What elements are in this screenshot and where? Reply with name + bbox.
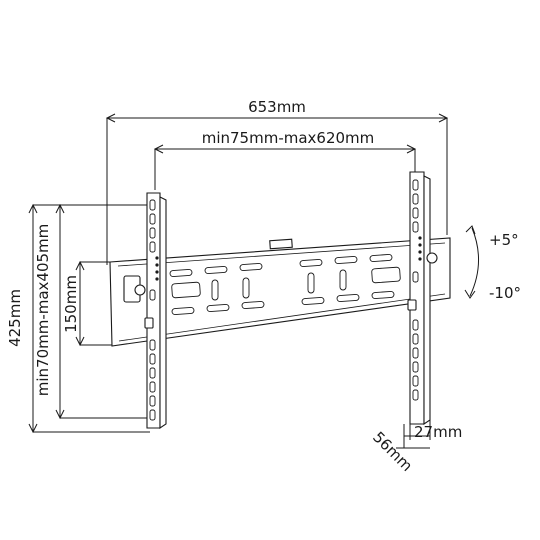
dimension-plate-height: 150mm bbox=[62, 260, 112, 347]
dimension-depth: 27mm 56mm bbox=[369, 420, 462, 475]
tilt-indicator: +5° -10° bbox=[464, 225, 521, 302]
label-plate-height: 150mm bbox=[62, 275, 80, 333]
label-depth-min: 27mm bbox=[414, 423, 462, 441]
left-arm bbox=[134, 192, 167, 430]
dimension-total-height: 425mm bbox=[6, 203, 150, 434]
label-total-width: 653mm bbox=[248, 98, 306, 116]
right-arm-holes bbox=[412, 179, 422, 401]
label-tilt-up: +5° bbox=[489, 231, 519, 249]
left-arm-holes bbox=[149, 199, 159, 421]
label-tilt-down: -10° bbox=[489, 284, 521, 302]
label-total-height: 425mm bbox=[6, 289, 24, 347]
dimension-vesa-horizontal: min75mm-max620mm bbox=[153, 129, 417, 190]
label-vesa-horizontal: min75mm-max620mm bbox=[202, 129, 375, 147]
label-vesa-vertical: min70mm-max405mm bbox=[34, 224, 52, 397]
plate-slots bbox=[169, 253, 401, 316]
label-depth-max: 56mm bbox=[369, 428, 416, 475]
wall-plate bbox=[109, 237, 451, 347]
dimension-total-width: 653mm bbox=[105, 98, 449, 265]
dimension-vesa-vertical: min70mm-max405mm bbox=[34, 203, 150, 420]
